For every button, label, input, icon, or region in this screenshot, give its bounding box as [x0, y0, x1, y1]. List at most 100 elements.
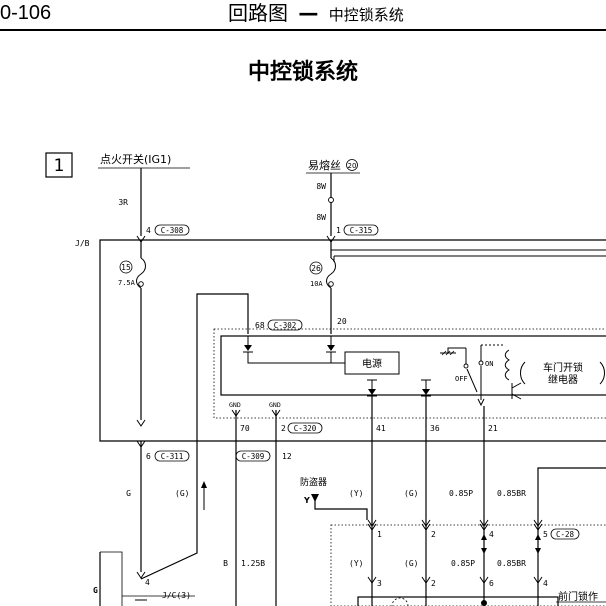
fuse-15-number: 15	[121, 263, 131, 272]
relay-label-line2: 继电器	[548, 373, 578, 386]
fuse-26-symbol	[326, 257, 336, 289]
wire-085p-top: 0.85P	[449, 489, 473, 498]
section-name: 回路图	[228, 1, 288, 25]
junction-block-frame	[99, 239, 606, 442]
wire-8w-mid: 8W	[316, 213, 326, 222]
wire-g-label: G	[126, 489, 131, 498]
diode-symbol	[368, 389, 376, 395]
bidirectional-arrow	[481, 534, 487, 540]
pin-arrow	[421, 576, 431, 584]
wire-085br	[537, 467, 606, 606]
relay-contact-off	[463, 363, 469, 369]
pin-70-label: 70	[240, 424, 250, 433]
splice-dot	[328, 197, 334, 203]
pin-arrow	[533, 576, 543, 584]
relay-contact-on	[478, 360, 484, 366]
antitheft-arrow	[311, 494, 319, 502]
ground-hatch	[441, 350, 447, 356]
direction-arrow-head	[201, 481, 207, 488]
transistor-emitter	[511, 393, 522, 400]
fusible-link-number: 20	[348, 162, 357, 170]
gnd-label-2: GND	[269, 401, 281, 409]
jb-label: J/B	[75, 239, 90, 248]
connector-c320-frame	[287, 422, 323, 434]
pin-4-label: 4	[146, 226, 151, 235]
pin-arrow	[136, 440, 146, 448]
section-dash: —	[298, 1, 319, 25]
module-dotted-outline	[213, 328, 606, 419]
pin-20-label: 20	[337, 317, 347, 326]
actuator-motor	[391, 597, 409, 606]
pin-68-label: 68	[255, 321, 265, 330]
pin-c2: 2	[431, 579, 436, 588]
wire-g-paren-label: (G)	[175, 489, 189, 498]
antitheft-label: 防盗器	[300, 476, 327, 488]
pin-arrow	[367, 576, 377, 584]
pin-arrow	[231, 409, 241, 417]
splice-dot	[328, 281, 334, 287]
relay-bracket-left	[520, 361, 526, 385]
pin-double-arrow	[479, 519, 489, 531]
page-title: 中控锁系统	[247, 60, 358, 85]
wire-g-top: (G)	[404, 489, 418, 498]
jc-frame-left	[100, 551, 123, 606]
gnd-label-1: GND	[229, 401, 241, 409]
wire-y-mid: (Y)	[349, 559, 363, 568]
pin-12-label: 12	[282, 452, 292, 461]
pin-41-label: 41	[376, 424, 386, 433]
connector-c302-frame	[267, 319, 303, 331]
wire-g-mid: (G)	[404, 559, 418, 568]
internal-wire	[247, 352, 345, 364]
connector-c320: C-320	[294, 424, 317, 433]
wire-085br-top: 0.85BR	[497, 489, 526, 498]
pin-b5: 5	[543, 530, 548, 539]
fuse-15-rating: 7.5A	[118, 279, 136, 287]
connector-c311-frame	[154, 450, 190, 462]
power-block	[344, 351, 400, 375]
wire-8w-top: 8W	[316, 182, 326, 191]
ground-hatch	[449, 350, 455, 356]
wire-g-left: G	[93, 586, 98, 595]
relay-on-label: ON	[485, 360, 493, 368]
connector-c302: C-302	[274, 321, 297, 330]
pin-c4: 4	[145, 578, 150, 587]
fusible-link-label: 易熔丝	[308, 158, 341, 172]
wire-3r: 3R	[118, 198, 128, 207]
page-number: 0-106	[0, 2, 52, 24]
fuse-26-circle	[309, 261, 323, 275]
fuse-15-circle	[119, 260, 133, 274]
pin-2-label: 2	[281, 424, 286, 433]
module-box	[220, 335, 606, 396]
wire-b-label: B	[223, 559, 228, 568]
power-label: 电源	[362, 357, 382, 370]
connector-c28: C-28	[556, 530, 575, 539]
pin-6-label: 6	[146, 452, 151, 461]
connector-c308-frame	[154, 224, 190, 236]
front-door-actuator-box	[357, 596, 559, 606]
wire-085br-mid: 0.85BR	[497, 559, 526, 568]
relay-wire	[447, 347, 466, 353]
ignition-switch-label: 点火开关(IG1)	[100, 152, 171, 166]
antitheft-wire	[314, 500, 368, 520]
relay-output-arrow	[477, 398, 485, 407]
pin-c4b: 4	[543, 579, 548, 588]
pin-b1: 1	[377, 530, 382, 539]
pin-double-arrow	[367, 519, 377, 531]
y-label: Y	[303, 496, 310, 505]
transistor-collector	[511, 382, 522, 389]
subsection-name: 中控锁系统	[328, 6, 404, 24]
wire-125b-label: 1.25B	[241, 559, 265, 568]
sheet-number: 1	[54, 156, 65, 176]
pin-arrow	[136, 571, 146, 579]
front-door-actuator-label: 前门锁作	[558, 590, 598, 603]
connector-c315: C-315	[350, 226, 373, 235]
fuse-15-symbol	[136, 257, 146, 289]
relay-arm	[466, 368, 478, 393]
splice-dot	[138, 281, 144, 287]
diode-symbol	[422, 389, 430, 395]
fuse-26-rating: 10A	[310, 280, 323, 288]
pin-36-label: 36	[430, 424, 440, 433]
pin-c3: 3	[377, 579, 382, 588]
connector-c311: C-311	[161, 452, 184, 461]
